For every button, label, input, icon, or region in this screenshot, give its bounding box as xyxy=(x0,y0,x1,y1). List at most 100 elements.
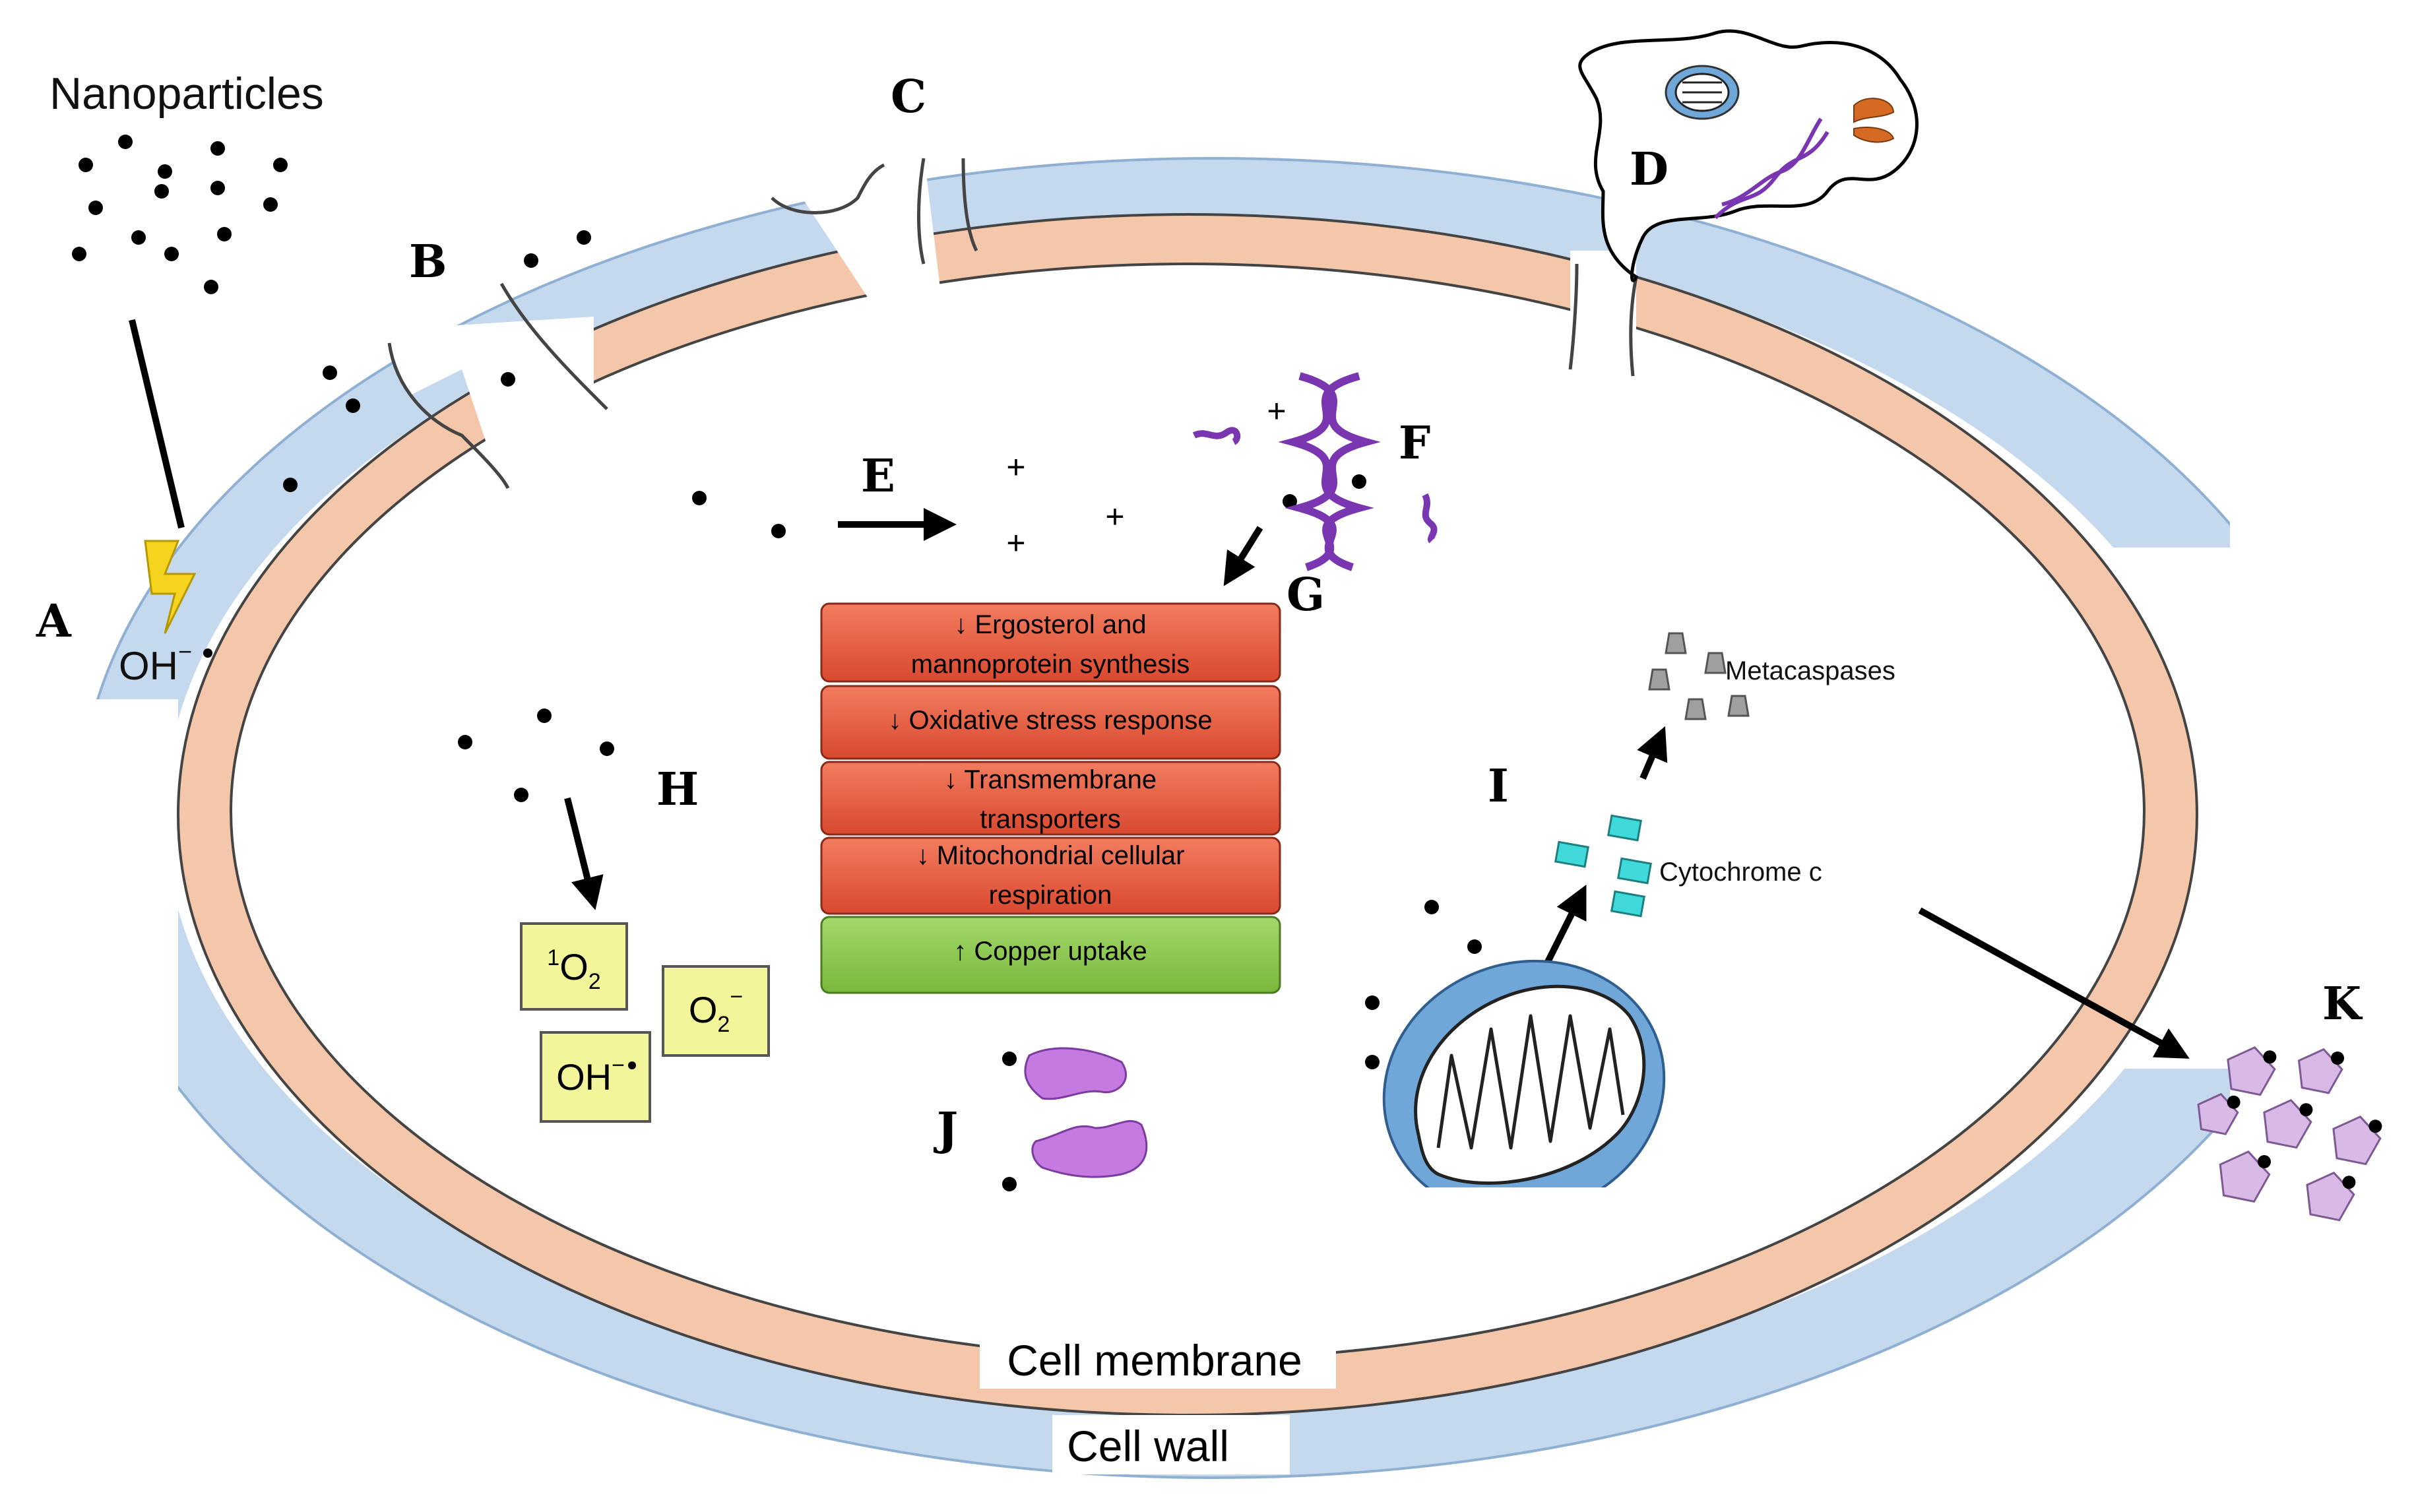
mitochondrion-icon xyxy=(1382,959,1696,1247)
pentagon-icon xyxy=(2227,1046,2276,1096)
metacaspases-label: Metacaspases xyxy=(1725,656,1895,685)
label-d: D xyxy=(1630,143,1669,196)
nanoparticle-dot-icon xyxy=(1283,494,1297,509)
nanoparticle-dot-icon xyxy=(1002,1177,1017,1191)
hydroxyl-outside-label: OH− xyxy=(119,638,192,688)
dna-helix-icon xyxy=(1278,372,1381,571)
nanoparticle-dot-icon xyxy=(131,230,146,245)
pentagon-icon xyxy=(2297,1048,2343,1094)
nanoparticle-dot-icon xyxy=(1002,1052,1017,1066)
label-j: J xyxy=(934,1103,958,1156)
cytochrome-c-icons xyxy=(1554,814,1652,918)
dna-fragment-left-icon xyxy=(1192,427,1241,445)
ros-singlet-oxygen-box: 1O2 xyxy=(520,922,628,1011)
effect-mitochondrial-respiration: ↓ Mitochondrial cellular respiration xyxy=(820,836,1281,915)
nanoparticle-dot-icon xyxy=(217,227,232,241)
effect-transmembrane-transporters: ↓ Transmembrane transporters xyxy=(820,761,1281,836)
svg-text:↓ Mitochondrial cellular: ↓ Mitochondrial cellular xyxy=(916,841,1185,870)
nanoparticle-dot-icon xyxy=(537,709,552,723)
svg-text:OH−: OH− xyxy=(556,1053,625,1098)
membrane-pore-b xyxy=(383,282,608,489)
nanoparticle-dot-icon xyxy=(771,524,786,538)
effect-copper-uptake: ↑ Copper uptake xyxy=(820,916,1281,994)
nanoparticle-dot-icon xyxy=(263,197,278,212)
hydroxyl-radical-dot xyxy=(203,648,212,658)
effect-ergosterol: ↓ Ergosterol and mannoprotein synthesis xyxy=(820,602,1281,683)
metal-ions: + + + + xyxy=(1006,393,1286,561)
metacaspase-icons xyxy=(1648,632,1750,720)
svg-text:1O2: 1O2 xyxy=(547,945,600,994)
arrow-g xyxy=(1223,526,1263,586)
arrow-k xyxy=(1918,907,2190,1059)
label-k: K xyxy=(2322,978,2363,1030)
nanoparticle-dot-icon xyxy=(79,158,93,172)
cell-wall-label: Cell wall xyxy=(1067,1422,1229,1470)
membrane-pore-d xyxy=(1568,251,1638,396)
nanoparticle-dot-icon xyxy=(1365,995,1380,1010)
nanoparticle-dot-icon xyxy=(204,280,218,294)
plus-sign: + xyxy=(1267,393,1286,429)
svg-text:transporters: transporters xyxy=(980,805,1120,834)
cytochrome-c-label: Cytochrome c xyxy=(1659,858,1822,887)
nanoparticle-dot-icon xyxy=(2258,1155,2271,1168)
arrow-h xyxy=(564,797,604,910)
cell-membrane-label: Cell membrane xyxy=(1007,1336,1302,1385)
nanoparticle-dot-icon xyxy=(2342,1176,2356,1189)
nanoparticle-dot-icon xyxy=(1352,474,1366,489)
nanoparticle-dot-icon xyxy=(273,158,288,172)
arrows xyxy=(564,508,2190,1059)
plus-sign: + xyxy=(1006,449,1025,486)
nanoparticle-dot-icon xyxy=(524,253,538,268)
svg-text:↓ Transmembrane: ↓ Transmembrane xyxy=(944,765,1157,794)
pentagon-icon xyxy=(2219,1150,2271,1203)
nanoparticle-dot-icon xyxy=(2299,1103,2313,1117)
nanoparticle-dot-icon xyxy=(2331,1052,2344,1065)
released-content-pentagons xyxy=(2197,1046,2382,1222)
nanoparticle-dot-icon xyxy=(210,141,225,156)
nanoparticles-label: Nanoparticles xyxy=(49,69,324,119)
nanoparticle-dot-icon xyxy=(154,184,169,199)
nanoparticle-dot-icon xyxy=(1424,900,1439,914)
ros-superoxide-box: O2− xyxy=(662,965,770,1057)
nanoparticle-dot-icon xyxy=(1365,1055,1380,1069)
nanoparticle-dot-icon xyxy=(164,247,179,261)
mini-organelle-icon xyxy=(1853,98,1895,143)
label-i: I xyxy=(1488,760,1509,813)
nanoparticle-dot-icon xyxy=(514,788,528,802)
nanoparticle-dot-icon xyxy=(118,135,133,149)
nanoparticle-dot-icon xyxy=(88,201,103,215)
vesicle-d xyxy=(1578,29,1919,282)
nanoparticle-dot-icon xyxy=(1467,939,1482,954)
nanoparticle-dot-icon xyxy=(283,478,298,492)
nanoparticle-dot-icon xyxy=(2368,1119,2382,1133)
pentagon-icon xyxy=(2306,1171,2355,1222)
label-c: C xyxy=(891,71,926,123)
nanoparticle-dot-icon xyxy=(501,372,515,387)
label-f: F xyxy=(1399,417,1430,470)
nanoparticle-dot-icon xyxy=(600,741,614,756)
label-g: G xyxy=(1287,569,1325,621)
nanoparticle-dot-icon xyxy=(158,164,172,179)
effect-oxidative-stress: ↓ Oxidative stress response xyxy=(820,685,1281,760)
damaged-protein-icons xyxy=(1024,1047,1148,1178)
nanoparticle-dot-icon xyxy=(458,735,472,749)
dna-fragment-right-icon xyxy=(1422,493,1438,544)
nanoparticle-dot-icon xyxy=(692,491,707,505)
nanoparticle-dot-icon xyxy=(323,365,337,380)
pentagon-icon xyxy=(2263,1098,2312,1149)
nanoparticle-dot-icon xyxy=(2263,1050,2277,1064)
mini-dna-helix-icon xyxy=(1713,117,1829,220)
pentagon-icon xyxy=(2332,1115,2382,1166)
svg-text:↑ Copper uptake: ↑ Copper uptake xyxy=(953,937,1147,966)
nanoparticle-dot-icon xyxy=(2227,1095,2241,1109)
nanoparticle-dot-icon xyxy=(72,247,86,261)
arrow-i-meta xyxy=(1637,726,1668,780)
plus-sign: + xyxy=(1105,498,1124,535)
svg-text:↓ Oxidative stress response: ↓ Oxidative stress response xyxy=(888,706,1212,735)
plus-sign: + xyxy=(1006,524,1025,561)
effects-stack: ↑ Copper uptake ↓ Mitochondrial cellular… xyxy=(820,602,1281,994)
svg-text:mannoprotein synthesis: mannoprotein synthesis xyxy=(911,650,1190,679)
line-to-a xyxy=(129,319,185,529)
ros-hydroxyl-box: OH− xyxy=(540,1031,651,1123)
